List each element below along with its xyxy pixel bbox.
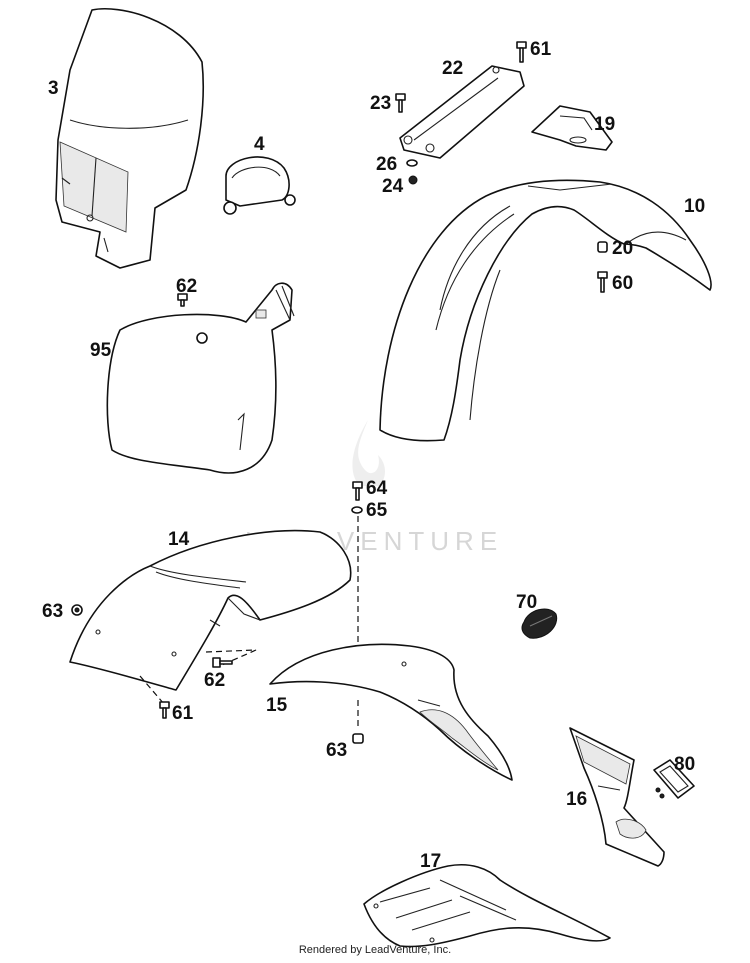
nut-63-left[interactable] xyxy=(71,604,83,616)
inner-rear-fender[interactable] xyxy=(269,643,513,781)
screw-60[interactable] xyxy=(597,271,608,293)
callout-19: 19 xyxy=(594,114,615,135)
callout-61-top: 61 xyxy=(530,39,552,60)
callout-63-bottom: 63 xyxy=(326,740,347,761)
callout-80: 80 xyxy=(674,754,695,775)
reflector[interactable] xyxy=(521,608,558,639)
callout-62-top: 62 xyxy=(176,276,197,297)
screw-62-guide xyxy=(205,649,257,666)
screw-61-guide xyxy=(139,675,165,705)
callout-61-bottom: 61 xyxy=(172,703,194,724)
callout-65: 65 xyxy=(366,500,388,521)
fender-bracket[interactable] xyxy=(399,65,525,159)
screw-62-bottom[interactable] xyxy=(212,657,233,668)
callout-3: 3 xyxy=(48,78,59,99)
screw-61-bottom[interactable] xyxy=(159,701,170,719)
callout-63-left: 63 xyxy=(42,601,63,622)
front-fender[interactable] xyxy=(379,179,712,442)
screw-61-top[interactable] xyxy=(516,41,527,63)
screw-64[interactable] xyxy=(352,481,363,501)
callout-22: 22 xyxy=(442,58,463,79)
mud-guard[interactable] xyxy=(363,864,611,948)
callout-14: 14 xyxy=(168,529,190,550)
washer-65[interactable] xyxy=(351,506,363,514)
rear-fender[interactable] xyxy=(69,529,352,691)
callout-64: 64 xyxy=(366,478,388,499)
license-plate-holder[interactable] xyxy=(569,727,665,867)
washer-26[interactable] xyxy=(406,159,418,167)
watermark-logo xyxy=(352,420,385,486)
callout-4: 4 xyxy=(254,134,265,155)
nut-20[interactable] xyxy=(597,241,608,253)
callout-10: 10 xyxy=(684,196,705,217)
mounting-plate[interactable] xyxy=(531,105,613,151)
callout-20: 20 xyxy=(612,238,633,259)
footer-credit: Rendered by LeadVenture, Inc. xyxy=(298,944,452,956)
callout-62-bottom: 62 xyxy=(204,670,225,691)
screw-62-top[interactable] xyxy=(177,293,188,307)
nut-24[interactable] xyxy=(408,175,418,185)
license-plate-light[interactable] xyxy=(653,759,695,799)
callout-60: 60 xyxy=(612,273,633,294)
callout-24: 24 xyxy=(382,176,404,197)
callout-26: 26 xyxy=(376,154,397,175)
headlight-clamp[interactable] xyxy=(223,156,296,215)
callout-16: 16 xyxy=(566,789,587,810)
callout-23: 23 xyxy=(370,93,391,114)
callout-17: 17 xyxy=(420,851,441,872)
headlight-mask[interactable] xyxy=(55,8,204,269)
nut-63-bottom[interactable] xyxy=(352,733,364,744)
number-plate[interactable] xyxy=(106,282,295,474)
screw-23[interactable] xyxy=(395,93,406,113)
callout-95: 95 xyxy=(90,340,112,361)
callout-70: 70 xyxy=(516,592,537,613)
callout-15: 15 xyxy=(266,695,288,716)
